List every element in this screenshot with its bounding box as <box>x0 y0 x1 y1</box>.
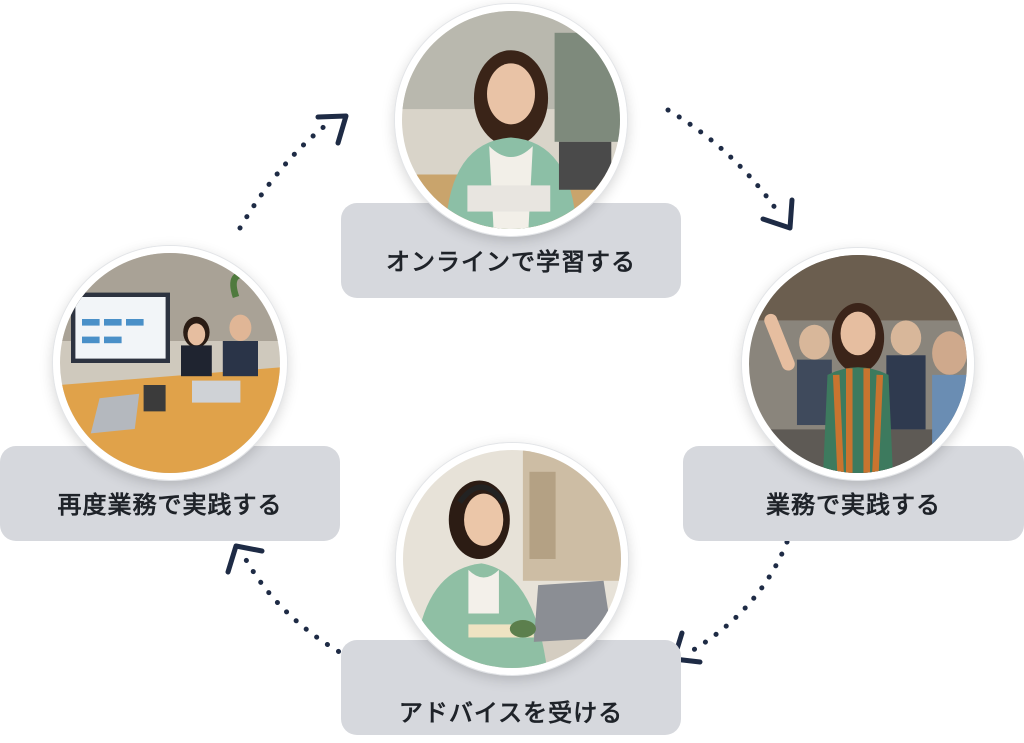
step3-photo <box>396 443 628 675</box>
arrow-step4-to-step1 <box>237 119 333 231</box>
step1-label: オンラインで学習する <box>386 248 636 276</box>
step2-label: 業務で実践する <box>766 491 941 519</box>
step1-photo <box>395 4 627 236</box>
arrow-step1-to-step2 <box>665 107 781 215</box>
arrowhead-step2-icon <box>760 197 795 231</box>
arrow-step2-to-step3 <box>687 539 790 655</box>
step4-photo <box>53 246 287 480</box>
step2-photo <box>742 248 974 480</box>
arrowhead-step4-icon <box>225 543 265 575</box>
step2-label-box: 業務で実践する <box>683 446 1024 541</box>
step4-label: 再度業務で実践する <box>57 491 283 519</box>
arrow-step3-to-step4 <box>242 555 353 661</box>
step3-label: アドバイスを受ける <box>398 699 624 727</box>
arrowhead-step1-icon <box>315 113 349 146</box>
